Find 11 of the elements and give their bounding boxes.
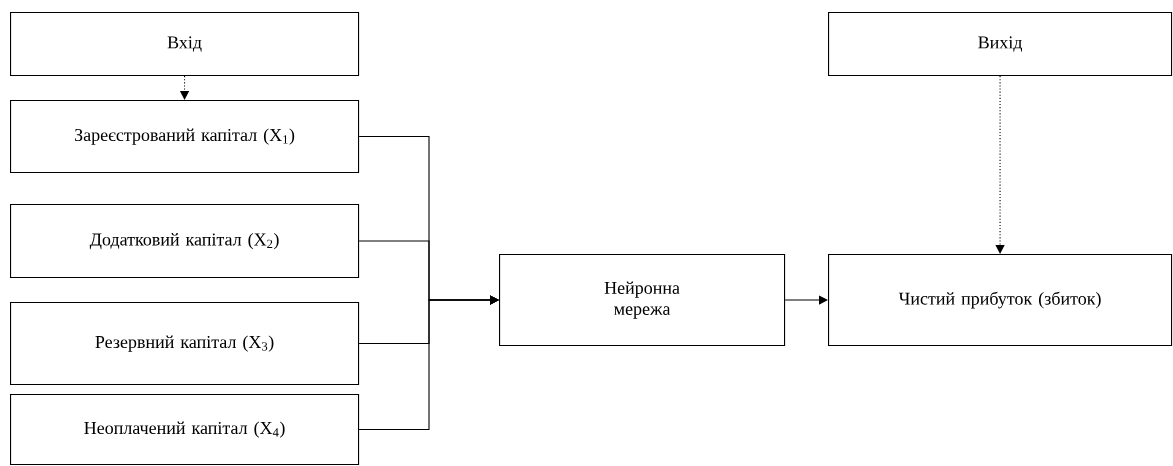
arrow [358, 295, 499, 431]
process-box: Додатковий капітал (X$_{2}$) [10, 204, 360, 279]
process-box: Неоплачений капітал (X$_{4}$) [10, 394, 360, 466]
process-box: Чистий прибуток (збиток) [828, 254, 1173, 347]
process-box: Резервний капітал (X$_{3}$) [10, 302, 360, 386]
process-box: Зареєстрований капітал (X$_{1}$) [10, 100, 360, 174]
process-box: Вихід [828, 12, 1173, 77]
process-box: Вхід [10, 12, 360, 77]
arrow [995, 75, 1005, 254]
process-box: Нейронна мережа [499, 254, 786, 347]
arrow [784, 295, 828, 305]
